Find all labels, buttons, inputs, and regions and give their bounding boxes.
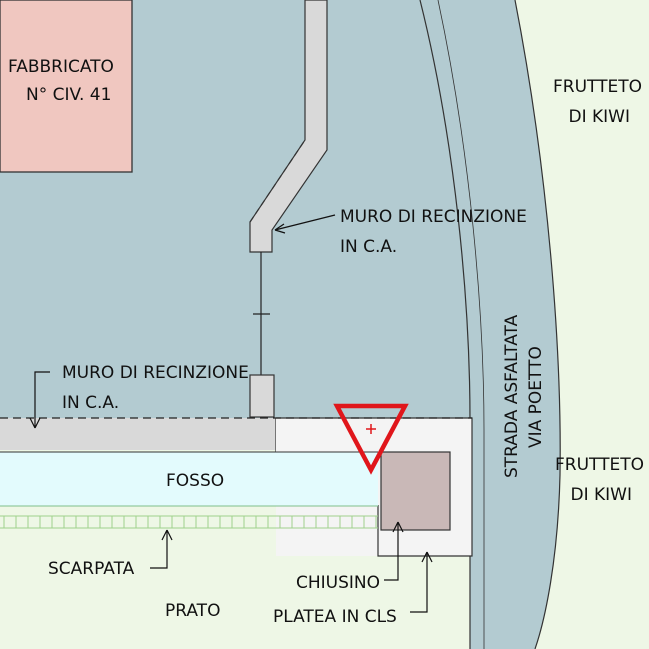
label-scarpata: SCARPATA [48,559,135,579]
leader-muro-top [274,214,336,234]
leader-chiusino [384,521,404,581]
scarpata-hatch [0,515,378,529]
label-strada-1: STRADA ASFALTATA [502,314,522,478]
road-edge-inner [419,0,471,649]
fosso-ditch [0,452,378,506]
label-frutteto-top-2: DI KIWI [569,107,631,127]
label-muro-top-2: IN C.A. [340,237,397,257]
boundary-wall-horizontal [0,418,276,450]
leader-platea [410,551,433,613]
road-curb-line [437,0,485,649]
label-fabbricato-2: N° CIV. 41 [26,85,111,105]
label-platea: PLATEA IN CLS [273,607,397,627]
label-chiusino: CHIUSINO [296,573,380,593]
chiusino-manhole [380,451,451,531]
label-fabbricato-1: FABBRICATO [8,57,114,77]
label-frutteto-right-2: DI KIWI [571,485,633,505]
label-muro-left-2: IN C.A. [62,393,119,413]
label-muro-left-1: MURO DI RECINZIONE [62,363,249,383]
wall-hidden-edge [249,139,306,223]
label-strada-2: VIA POETTO [526,346,546,448]
label-frutteto-right-1: FRUTTETO [555,455,644,475]
site-area [0,0,561,649]
label-prato: PRATO [165,601,220,621]
road-edge-outer [514,0,561,649]
viewpoint-marker [333,403,409,475]
label-fosso: FOSSO [166,471,224,491]
building-fabbricato [0,0,133,173]
label-muro-top-1: MURO DI RECINZIONE [340,207,527,227]
label-frutteto-top-1: FRUTTETO [553,77,642,97]
leader-muro-left [29,371,50,429]
leader-scarpata [150,529,173,569]
wall-stub [249,374,275,418]
